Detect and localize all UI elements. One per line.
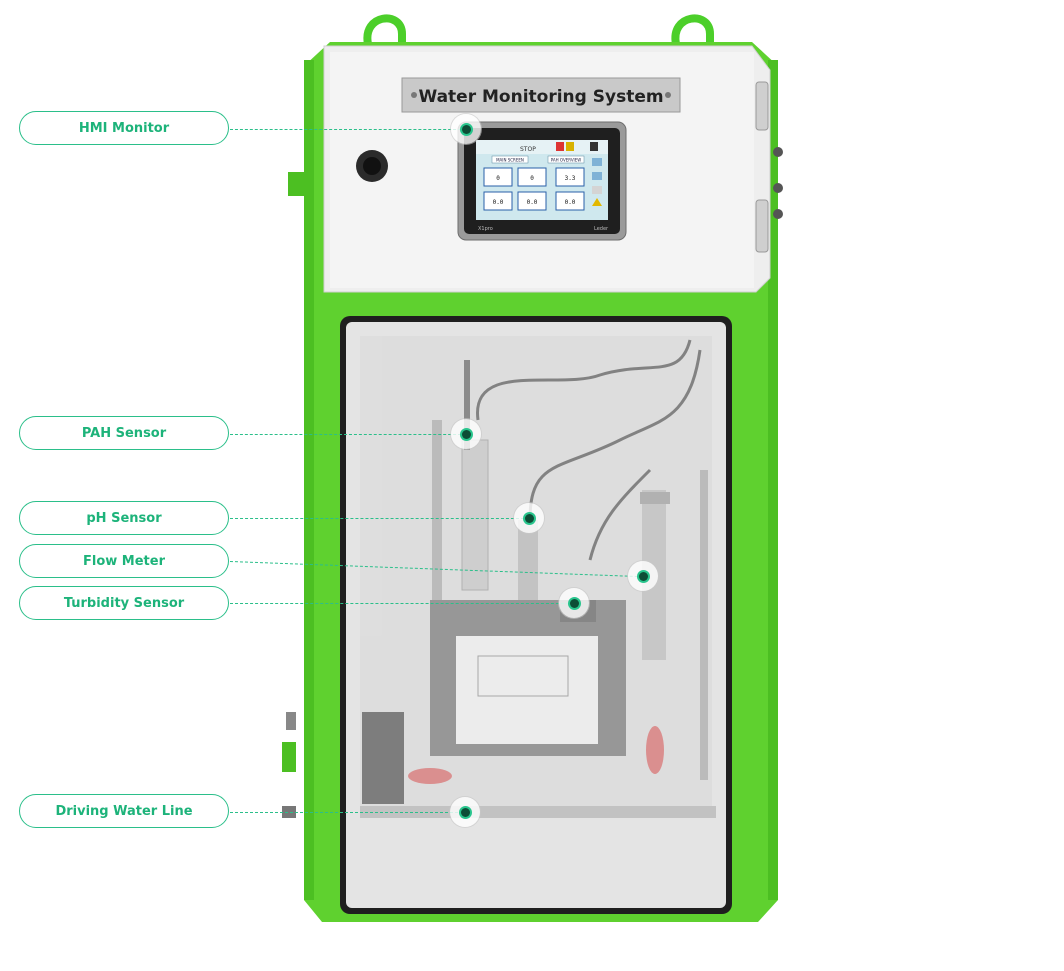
hotspot-dot	[569, 598, 579, 608]
hotspot-driving-water-line[interactable]	[450, 797, 480, 827]
hotspot-dot	[461, 429, 471, 439]
hmi-main-screen-button[interactable]	[491, 155, 529, 164]
warning-icon	[592, 198, 602, 206]
svg-text:PAH OVERVIEW: PAH OVERVIEW	[551, 158, 582, 163]
hmi-reading: 0	[530, 175, 534, 182]
leader-line	[230, 518, 529, 519]
hmi-reading: 0.0	[493, 199, 504, 206]
hmi-status-text: STOP	[520, 146, 536, 153]
hmi-reading: 0.0	[527, 199, 538, 206]
hotspot-hmi-monitor[interactable]	[451, 114, 481, 144]
hotspot-dot	[638, 571, 648, 581]
right-hook-icon	[671, 14, 714, 46]
hmi-reading: 0	[496, 175, 500, 182]
svg-text:MAIN SCREEN: MAIN SCREEN	[496, 158, 524, 163]
hotspot-turbidity-sensor[interactable]	[559, 588, 589, 618]
leader-line	[230, 434, 466, 435]
hotspot-dot	[460, 807, 470, 817]
hmi-reading: 3.3	[565, 175, 576, 182]
svg-text:X1pro: X1pro	[478, 226, 493, 232]
svg-text:Leder: Leder	[594, 226, 609, 232]
callout-pah-sensor[interactable]: PAH Sensor	[19, 416, 229, 450]
callout-ph-sensor[interactable]: pH Sensor	[19, 501, 229, 535]
leader-line	[230, 812, 463, 813]
hotspot-dot	[524, 513, 534, 523]
leader-line	[230, 129, 466, 130]
callout-turbidity-sensor[interactable]: Turbidity Sensor	[19, 586, 229, 620]
hotspot-ph-sensor[interactable]	[514, 503, 544, 533]
left-hook-icon	[363, 14, 406, 46]
hmi-reading: 0.0	[565, 199, 576, 206]
callout-flow-meter[interactable]: Flow Meter	[19, 544, 229, 578]
hotspot-flow-meter[interactable]	[628, 561, 658, 591]
hotspot-pah-sensor[interactable]	[451, 419, 481, 449]
hmi-pah-overview-button[interactable]	[547, 155, 585, 164]
nameplate-text: Water Monitoring System	[418, 87, 663, 107]
nameplate	[401, 77, 681, 113]
hotspot-dot	[461, 124, 471, 134]
callout-hmi-monitor[interactable]: HMI Monitor	[19, 111, 229, 145]
leader-line	[230, 603, 574, 604]
callout-driving-water-line[interactable]: Driving Water Line	[19, 794, 229, 828]
